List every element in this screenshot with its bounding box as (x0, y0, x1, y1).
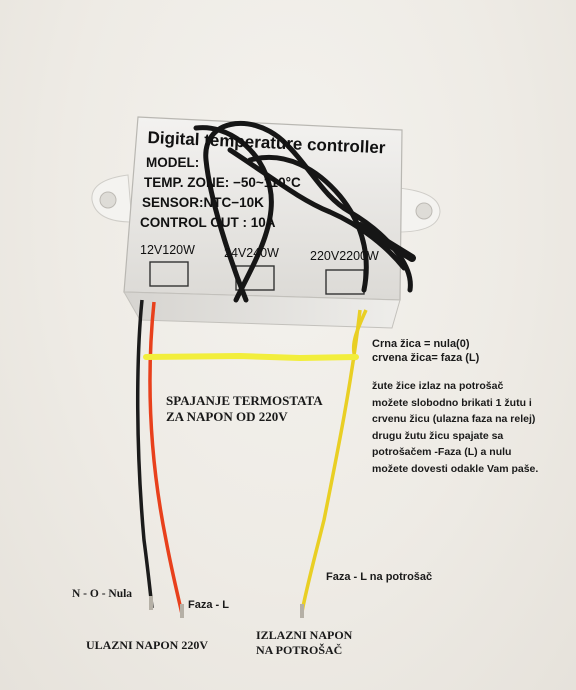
housing-bottom-face (123, 291, 401, 329)
voltage-option-24v: 24V240W (224, 246, 279, 260)
sensor-cable (193, 120, 416, 303)
title-line-2: ZA NAPON OD 220V (166, 409, 288, 424)
black-wire-tip (149, 596, 153, 610)
title-line-1: SPAJANJE TERMOSTATA (166, 393, 323, 408)
device-spec-model: MODEL: (146, 155, 200, 170)
label-phase-input: Faza - L (188, 599, 229, 611)
yellow-wire-tip (300, 604, 304, 618)
label-output-voltage-2: NA POTROŠAČ (256, 643, 343, 657)
device-spec-sensor: SENSOR:NTC−10K (142, 195, 264, 210)
label-null: N - O - Nula (72, 588, 133, 600)
mount-hole-left (99, 191, 117, 209)
red-wire-tip (180, 604, 184, 618)
label-output-voltage-1: IZLAZNI NAPON (256, 628, 353, 642)
checkbox-12v (149, 261, 189, 287)
highlight-stroke (143, 352, 359, 362)
device-spec-temp: TEMP. ZONE: −50~110°C (144, 175, 301, 190)
device-spec-control: CONTROL OUT : 10A (140, 215, 276, 230)
legend-red-wire: crvena žica= faza (L) (372, 352, 480, 364)
yellow-wire-1 (300, 309, 362, 613)
legend-black-wire: Crna žica = nula(0) (372, 338, 470, 350)
black-wire (135, 299, 154, 609)
mount-hole-right (415, 202, 433, 220)
voltage-option-220v: 220V2200W (310, 249, 379, 263)
red-wire (148, 301, 184, 615)
label-load-phase: Faza - L na potrošač (326, 571, 433, 583)
voltage-option-12v: 12V120W (140, 243, 195, 257)
label-input-voltage: ULAZNI NAPON 220V (86, 638, 209, 652)
wiring-instructions: žute žice izlaz na potrošač možete slobo… (372, 380, 539, 475)
